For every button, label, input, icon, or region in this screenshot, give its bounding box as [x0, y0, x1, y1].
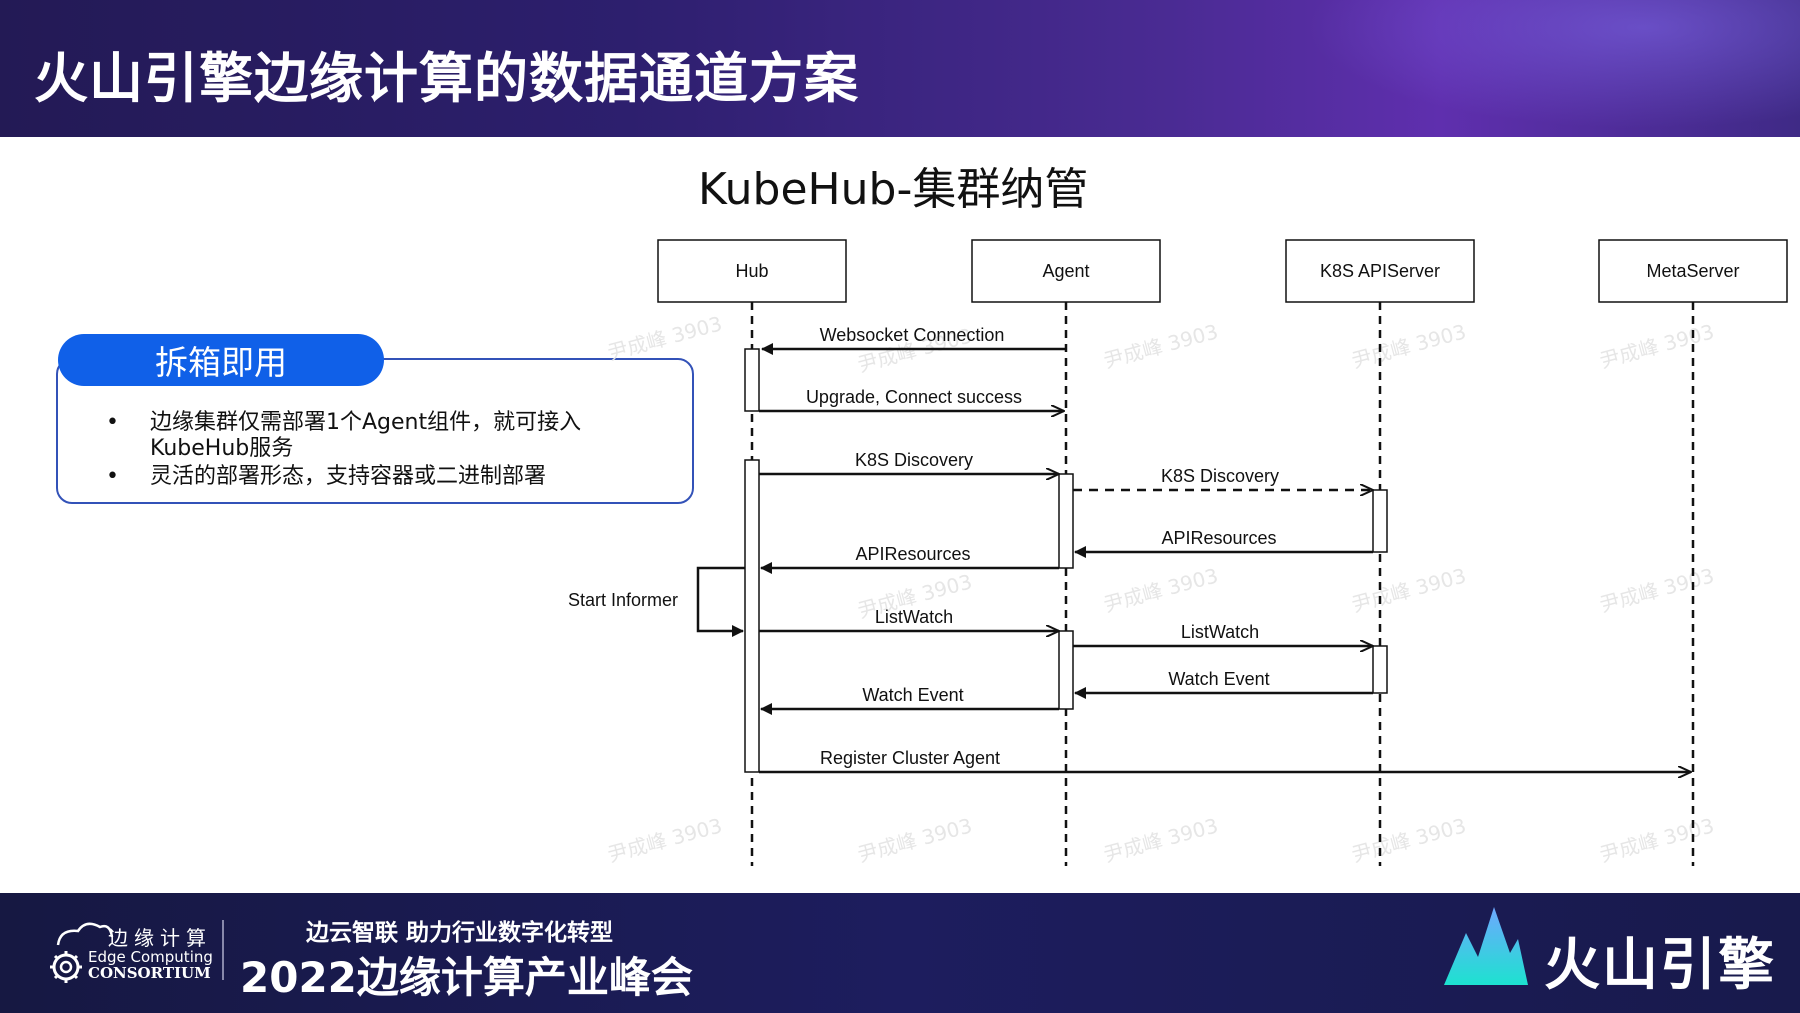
page-title: 火山引擎边缘计算的数据通道方案	[34, 47, 859, 110]
cloud-icon	[56, 922, 114, 946]
watermark-text: 尹成峰 3903	[855, 813, 974, 867]
watermark-text: 尹成峰 3903	[1101, 563, 1220, 617]
volcano-engine-logo-icon	[1444, 907, 1528, 985]
message-k8s-discovery-hub-label: K8S Discovery	[855, 450, 973, 470]
participant-metaserver-label: MetaServer	[1646, 261, 1739, 281]
slide-subtitle: KubeHub-集群纳管	[698, 164, 1089, 215]
watermark-text: 尹成峰 3903	[605, 813, 724, 867]
watermark-text: 尹成峰 3903	[1597, 813, 1716, 867]
consortium-name-cn: 边缘计算	[108, 926, 212, 950]
message-upgrade-label: Upgrade, Connect success	[806, 387, 1022, 407]
k8s-activation-2	[1372, 645, 1388, 694]
message-apiresources-agent-label: APIResources	[855, 544, 970, 564]
hub-activation-1	[744, 348, 760, 412]
agent-activation-1	[1058, 473, 1074, 569]
consortium-name-en-1: Edge Computing	[88, 948, 213, 966]
k8s-activation-1	[1372, 489, 1388, 553]
footer-divider	[222, 920, 224, 980]
watermark-layer: 尹成峰 3903 尹成峰 3903 尹成峰 3903 尹成峰 3903 尹成峰 …	[605, 311, 1716, 867]
message-listwatch-hub-label: ListWatch	[875, 607, 953, 627]
agent-activation-2	[1058, 630, 1074, 710]
feature-bullet: 边缘集群仅需部署1个Agent组件，就可接入KubeHub服务	[100, 410, 680, 462]
watermark-text: 尹成峰 3903	[1597, 319, 1716, 373]
header-banner	[0, 0, 1800, 137]
header-network-graphic	[1280, 0, 1800, 137]
start-informer-loop	[696, 566, 745, 637]
message-k8s-discovery-agent-label: K8S Discovery	[1161, 466, 1279, 486]
participant-metaserver-box	[1598, 239, 1788, 303]
participant-hub-label: Hub	[735, 261, 768, 281]
participant-k8s-apiserver-box	[1285, 239, 1475, 303]
message-listwatch-agent-label: ListWatch	[1181, 622, 1259, 642]
callout-title: 拆箱即用	[58, 334, 384, 386]
participant-agent-label: Agent	[1042, 261, 1089, 281]
watermark-text: 尹成峰 3903	[1349, 813, 1468, 867]
watermark-text: 尹成峰 3903	[1349, 563, 1468, 617]
sequence-diagram: 尹成峰 3903 尹成峰 3903 尹成峰 3903 尹成峰 3903 尹成峰 …	[568, 239, 1788, 867]
footer-slogan: 边云智联 助力行业数字化转型	[306, 920, 614, 946]
hub-activation-2	[744, 459, 760, 773]
message-apiresources-k8s-label: APIResources	[1161, 528, 1276, 548]
edge-computing-consortium-logo	[50, 922, 114, 983]
watermark-text: 尹成峰 3903	[605, 311, 724, 365]
watermark-text: 尹成峰 3903	[1597, 563, 1716, 617]
gear-icon	[50, 951, 82, 983]
participant-agent-box	[971, 239, 1161, 303]
message-websocket-connection-label: Websocket Connection	[820, 325, 1005, 345]
watermark-text: 尹成峰 3903	[1101, 813, 1220, 867]
participant-hub-box	[657, 239, 847, 303]
brand-name: 火山引擎	[1544, 933, 1776, 998]
message-register-cluster-agent-label: Register Cluster Agent	[820, 748, 1000, 768]
footer-event-title: 2022边缘计算产业峰会	[240, 953, 693, 1002]
feature-bullet-list: 边缘集群仅需部署1个Agent组件，就可接入KubeHub服务 灵活的部署形态，…	[100, 410, 680, 492]
watermark-text: 尹成峰 3903	[1101, 319, 1220, 373]
feature-bullet: 灵活的部署形态，支持容器或二进制部署	[100, 464, 680, 490]
message-watch-event-agent-label: Watch Event	[862, 685, 963, 705]
consortium-name-en-2: CONSORTIUM	[88, 964, 211, 982]
participant-k8s-apiserver-label: K8S APIServer	[1320, 261, 1440, 281]
start-informer-label: Start Informer	[568, 590, 678, 610]
watermark-text: 尹成峰 3903	[1349, 319, 1468, 373]
message-watch-event-k8s-label: Watch Event	[1168, 669, 1269, 689]
